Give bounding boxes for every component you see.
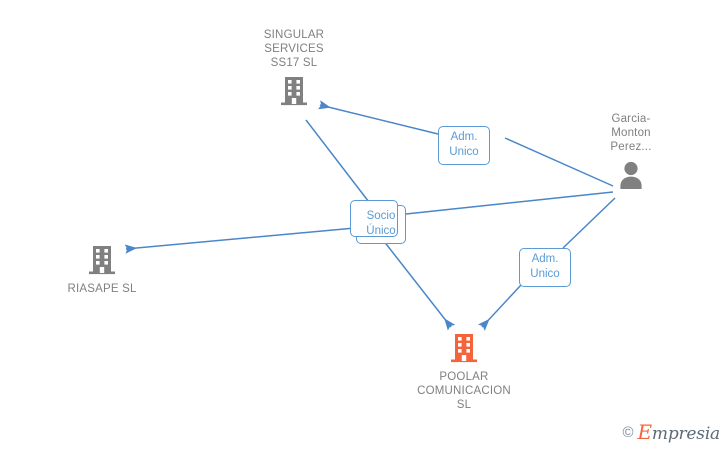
office-building-icon: [451, 334, 477, 363]
edge-label-socio-unico[interactable]: Socio Único: [350, 200, 406, 244]
edge-person-to-adm-unico-poolar: [562, 197, 616, 249]
edge-socio-unico-to-poolar: [382, 239, 456, 331]
empresia-watermark: © Empresia: [622, 422, 720, 443]
node-label-poolar-comunicacion: POOLAR COMUNICACION SL: [417, 371, 511, 411]
node-riasape[interactable]: RIASAPE SL: [27, 243, 177, 296]
edge-label-adm-unico-singular[interactable]: Adm. Unico: [438, 126, 490, 165]
node-label-singular-services: SINGULAR SERVICES SS17 SL: [263, 29, 325, 69]
office-building-icon: [281, 77, 307, 106]
node-garcia-monton-perez[interactable]: Garcia- Monton Perez...: [556, 112, 706, 192]
person-icon: [620, 161, 642, 189]
edge-singular-to-socio-unico: [305, 119, 373, 207]
node-label-riasape: RIASAPE SL: [67, 283, 137, 295]
node-poolar-comunicacion[interactable]: POOLAR COMUNICACION SL: [389, 331, 539, 412]
node-label-garcia-monton-perez: Garcia- Monton Perez...: [610, 113, 652, 153]
office-building-icon: [89, 246, 115, 275]
empresia-logo-rest: mpresia: [651, 424, 720, 444]
edge-person-to-socio-unico: [405, 191, 614, 215]
edge-adm-unico-to-singular: [318, 100, 439, 135]
node-singular-services[interactable]: SINGULAR SERVICES SS17 SL: [219, 28, 369, 108]
copyright-symbol: ©: [622, 424, 634, 441]
empresia-logo-initial: E: [637, 420, 653, 444]
edge-label-adm-unico-poolar[interactable]: Adm. Unico: [519, 248, 571, 287]
edge-adm-unico-to-poolar: [477, 284, 522, 331]
empresia-logo: Empresia: [638, 422, 721, 443]
